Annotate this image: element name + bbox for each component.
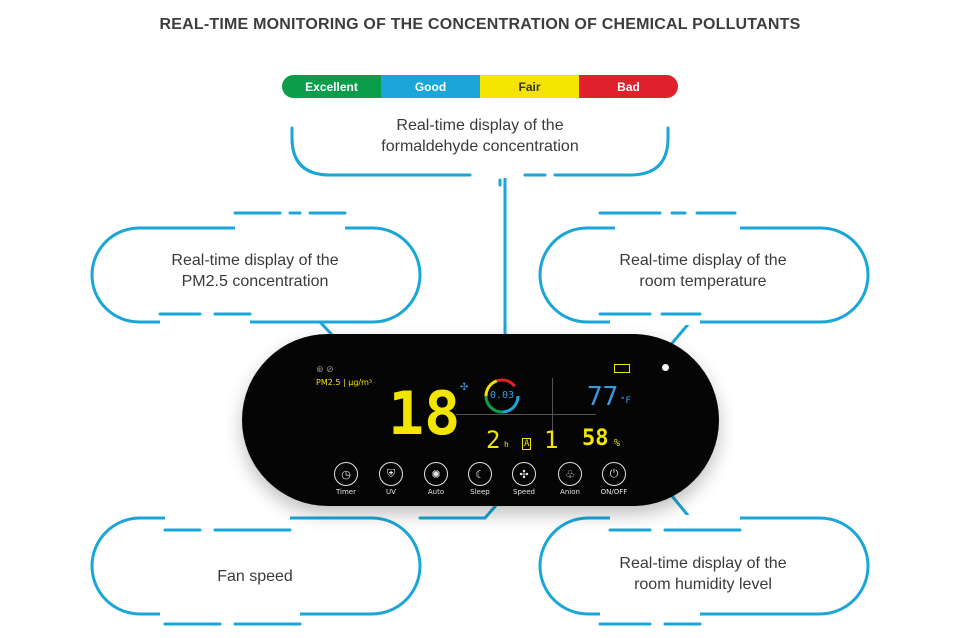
pm-label: PM2.5 | μg/m³: [316, 378, 373, 387]
hcho-gauge: [484, 378, 520, 414]
callout-formaldehyde: Real-time display of the formaldehyde co…: [381, 117, 579, 155]
humidity-unit: %: [614, 438, 621, 449]
callout-fan-speed: Fan speed: [217, 568, 293, 585]
air-quality-scale: Excellent Good Fair Bad: [282, 75, 678, 98]
power-button[interactable]: ⏻ ON/OFF: [592, 462, 636, 496]
speed-value: 1: [544, 426, 559, 454]
temp-value: 77: [587, 382, 619, 412]
callout-humidity: Real-time display of the room humidity l…: [619, 555, 787, 593]
pm-value: 18: [388, 379, 461, 449]
clock-icon: ◷: [334, 462, 358, 486]
auto-button[interactable]: ✺ Auto: [414, 462, 458, 496]
shield-icon: ⛨: [379, 462, 403, 486]
callout-pm25: Real-time display of the PM2.5 concentra…: [171, 252, 339, 290]
auto-mark: A: [522, 438, 532, 450]
callout-temperature: Real-time display of the room temperatur…: [619, 252, 787, 290]
humidity-value: 58: [582, 426, 609, 451]
anion-button[interactable]: ♧ Anion: [548, 462, 592, 496]
temp-unit: °F: [620, 396, 631, 406]
divider-v: [552, 378, 553, 448]
mode-icons: ⊛ ⊘: [316, 364, 334, 374]
bulb-icon: ✺: [424, 462, 448, 486]
timer-value: 2: [486, 426, 501, 454]
indicator-light: [662, 364, 669, 371]
speed-button[interactable]: ✣ Speed: [502, 462, 546, 496]
hcho-value: 0.03: [490, 390, 515, 401]
scale-bad: Bad: [579, 75, 678, 98]
timer-button[interactable]: ◷ Timer: [324, 462, 368, 496]
air-monitor-device: ⊛ ⊘ PM2.5 | μg/m³ 18 0.03 ✣ 77 °F 2 h A …: [242, 334, 719, 506]
battery-icon: [614, 364, 630, 373]
scale-good: Good: [381, 75, 480, 98]
divider: [456, 414, 596, 415]
page-title: REAL-TIME MONITORING OF THE CONCENTRATIO…: [159, 16, 801, 33]
uv-button[interactable]: ⛨ UV: [369, 462, 413, 496]
fan-small-icon: ✣: [460, 382, 469, 393]
tree-icon: ♧: [558, 462, 582, 486]
moon-icon: ☾: [468, 462, 492, 486]
scale-fair: Fair: [480, 75, 579, 98]
timer-unit: h: [504, 440, 509, 449]
power-icon: ⏻: [602, 462, 626, 486]
fan-icon: ✣: [512, 462, 536, 486]
scale-excellent: Excellent: [282, 75, 381, 98]
sleep-button[interactable]: ☾ Sleep: [458, 462, 502, 496]
